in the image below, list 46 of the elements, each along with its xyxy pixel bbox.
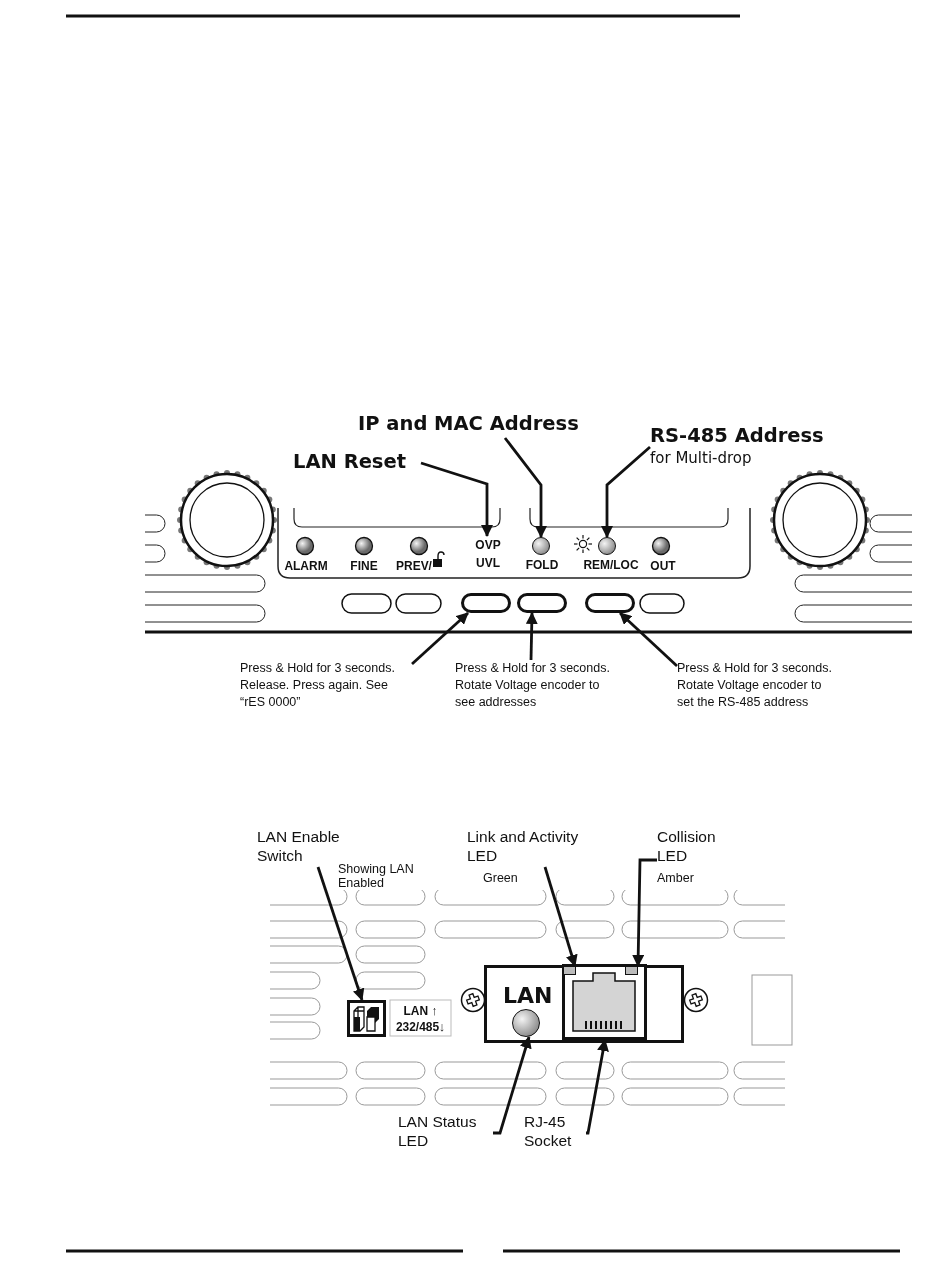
callout-heading: RS-485 Address (650, 424, 825, 448)
arrow (411, 611, 469, 666)
led-label: REM/LOC (582, 556, 640, 574)
led-label: FOLD (524, 556, 560, 574)
callout-heading: IP and MAC Address (358, 412, 580, 436)
callout-note: Green (483, 871, 519, 885)
arrow (601, 445, 651, 538)
arrow (619, 611, 678, 668)
led-indicator (598, 537, 616, 555)
led-label: ALARM (283, 557, 329, 575)
led-label: FINE (349, 557, 379, 575)
arrow (316, 866, 365, 1001)
led-indicator (532, 537, 550, 555)
arrow (503, 437, 547, 538)
callout-label: Link and Activity LED (467, 827, 580, 865)
callout-subtext: for Multi-drop (650, 448, 753, 468)
panel-label: LAN (503, 984, 553, 1008)
arrow (543, 866, 578, 967)
instruction-note: Press & Hold for 3 seconds. Rotate Voltage encoder to set the RS-485 address (677, 660, 833, 711)
socket-led (625, 966, 638, 975)
led-label: PREV/ (395, 557, 433, 575)
socket-led (563, 966, 576, 975)
callout-heading: LAN Reset (293, 450, 408, 474)
push-button (517, 593, 567, 613)
callout-label: Collision LED (657, 827, 717, 865)
callout-label: LAN Status LED (398, 1112, 478, 1150)
push-button (461, 593, 511, 613)
panel-label: OVP UVL (474, 536, 502, 572)
led-indicator (512, 1009, 540, 1037)
instruction-note: Press & Hold for 3 seconds. Release. Press again. See “rES 0000” (240, 660, 396, 711)
callout-note: Amber (657, 871, 695, 885)
callout-label: LAN Enable Switch (257, 827, 341, 864)
lan-module-panel (484, 965, 684, 1043)
switch-label: LAN ↑ (402, 1002, 439, 1020)
switch-label: 232/485↓ (394, 1018, 447, 1036)
rj45-socket (562, 964, 647, 1040)
arrow (420, 461, 493, 537)
callout-label: RJ-45 Socket (524, 1112, 573, 1150)
instruction-note: Press & Hold for 3 seconds. Rotate Voltage encoder to see addresses (455, 660, 611, 711)
arrow (632, 858, 657, 967)
arrow (493, 1036, 532, 1135)
led-label: OUT (649, 557, 677, 575)
arrow (525, 612, 538, 661)
callout-note: Showing LAN Enabled (338, 862, 415, 890)
push-button (585, 593, 635, 613)
dip-switch (347, 1000, 386, 1037)
